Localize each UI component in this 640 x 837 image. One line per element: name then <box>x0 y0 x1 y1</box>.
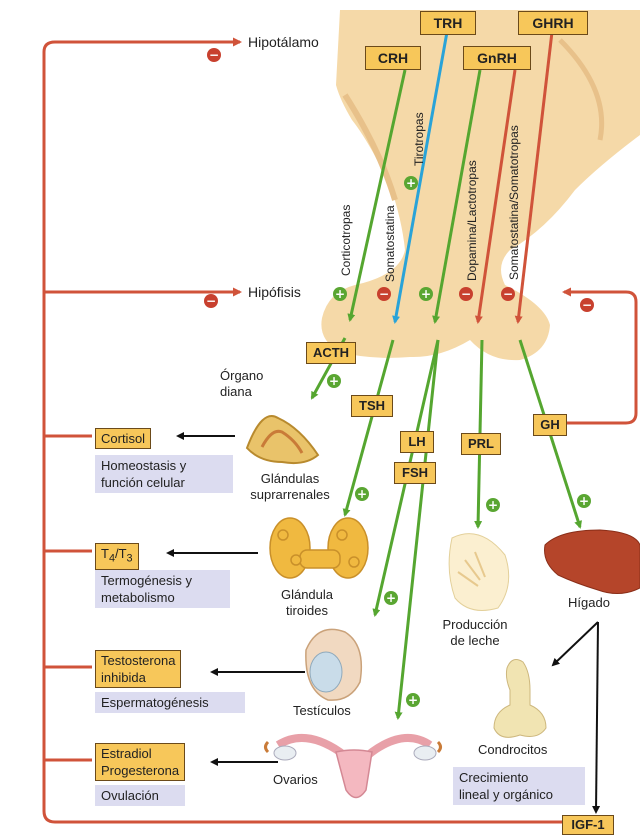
hypothalamus-label: Hipotálamo <box>248 34 319 50</box>
testosterone-line: inhibida <box>101 669 175 686</box>
thyroid-illustration <box>270 518 368 578</box>
cortisol-box: Cortisol <box>95 428 151 449</box>
t3-subscript: 3 <box>127 553 133 565</box>
chondrocytes-illustration <box>494 660 546 738</box>
somatostatina-label: Somatostatina <box>383 205 397 282</box>
breast-label-line: Producción <box>425 617 525 633</box>
cortisol-effect-line: función celular <box>101 474 227 491</box>
corticotropas-label: Corticotropas <box>339 205 353 276</box>
acth-box: ACTH <box>306 342 356 364</box>
target-organ-label: Órgano diana <box>220 368 263 400</box>
tirotropas-label: Tirotropas <box>412 112 426 166</box>
lh-box: LH <box>400 431 434 453</box>
chondrocytes-label: Condrocitos <box>478 742 547 758</box>
minus-sign: − <box>204 294 218 308</box>
thyroid-label: Glándula tiroides <box>262 587 352 619</box>
t4-text: T <box>101 546 109 561</box>
tsh-arrow <box>345 340 393 515</box>
trh-box: TRH <box>420 11 476 35</box>
thyroid-effect: Termogénesis y metabolismo <box>95 570 230 608</box>
cortisol-effect: Homeostasis y función celular <box>95 455 233 493</box>
igf1-box: IGF-1 <box>562 815 614 835</box>
minus-sign: − <box>580 298 594 312</box>
minus-sign: − <box>377 287 391 301</box>
t4-t3-box: T4/T3 <box>95 543 139 570</box>
breast-illustration <box>449 534 509 611</box>
minus-sign: − <box>207 48 221 62</box>
ovaries-effect: Ovulación <box>95 785 185 806</box>
fsh-arrow <box>398 340 438 718</box>
cortisol-effect-line: Homeostasis y <box>101 457 227 474</box>
minus-sign: − <box>501 287 515 301</box>
estradiol-box: Estradiol Progesterona <box>95 743 185 781</box>
adrenal-label-line: Glándulas <box>235 471 345 487</box>
ovaries-label: Ovarios <box>273 772 318 788</box>
gh-feedback <box>564 292 636 423</box>
plus-sign: + <box>486 498 500 512</box>
plus-sign: + <box>577 494 591 508</box>
testes-effect: Espermatogénesis <box>95 692 245 713</box>
tsh-box: TSH <box>351 395 393 417</box>
gnrh-box: GnRH <box>463 46 531 70</box>
thyroid-label-line: Glándula <box>262 587 352 603</box>
adrenal-label: Glándulas suprarrenales <box>235 471 345 503</box>
plus-sign: + <box>384 591 398 605</box>
thyroid-label-line: tiroides <box>262 603 352 619</box>
testicle-illustration <box>306 629 361 700</box>
adrenal-label-line: suprarrenales <box>235 487 345 503</box>
plus-sign: + <box>419 287 433 301</box>
breast-label: Producción de leche <box>425 617 525 649</box>
liver-illustration <box>545 530 640 594</box>
testosterone-line: Testosterona <box>101 652 175 669</box>
pituitary-label: Hipófisis <box>248 284 301 300</box>
testosterone-box: Testosterona inhibida <box>95 650 181 688</box>
growth-effect: Crecimiento lineal y orgánico <box>453 767 585 805</box>
somatostatina-somatotropas-label: Somatostatina/Somatotropas <box>507 125 521 280</box>
plus-sign: + <box>406 693 420 707</box>
estradiol-line: Estradiol <box>101 745 179 762</box>
target-organ-label-line: Órgano <box>220 368 263 384</box>
testes-label: Testículos <box>293 703 351 719</box>
plus-sign: + <box>333 287 347 301</box>
thyroid-effect-line: metabolismo <box>101 589 224 606</box>
growth-effect-line: lineal y orgánico <box>459 786 579 803</box>
plus-sign: + <box>355 487 369 501</box>
ghrh-box: GHRH <box>518 11 588 35</box>
fsh-box: FSH <box>394 462 436 484</box>
adrenal-gland-illustration <box>247 416 318 463</box>
thyroid-effect-line: Termogénesis y <box>101 572 224 589</box>
breast-label-line: de leche <box>425 633 525 649</box>
progesterone-line: Progesterona <box>101 762 179 779</box>
growth-effect-line: Crecimiento <box>459 769 579 786</box>
t3-text: /T <box>115 546 127 561</box>
liver-label: Hígado <box>568 595 610 611</box>
crh-box: CRH <box>365 46 421 70</box>
plus-sign: + <box>327 374 341 388</box>
gh-box: GH <box>533 414 567 436</box>
minus-sign: − <box>459 287 473 301</box>
dopamina-lactotropas-label: Dopamina/Lactotropas <box>465 160 479 281</box>
plus-sign: + <box>404 176 418 190</box>
ovaries-illustration <box>266 738 441 798</box>
prl-box: PRL <box>461 433 501 455</box>
target-organ-label-line: diana <box>220 384 263 400</box>
